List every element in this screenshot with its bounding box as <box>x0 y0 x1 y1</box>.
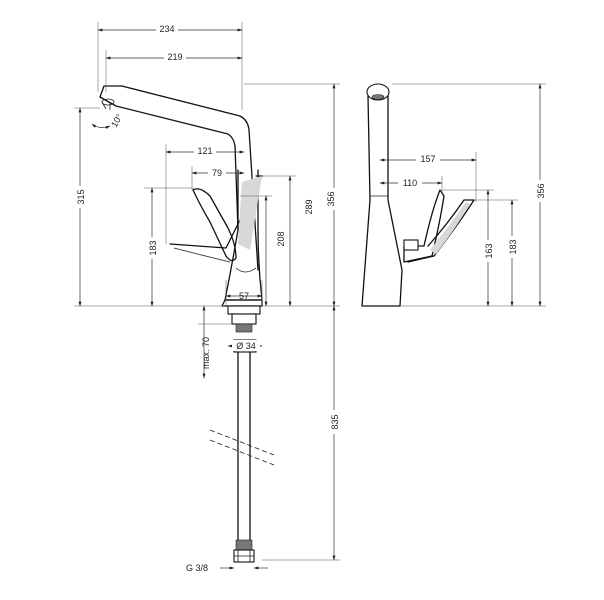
dim-lever-height-183: 183 <box>144 187 194 307</box>
label-163: 163 <box>484 243 494 258</box>
dim-height-289: 289 <box>262 175 316 307</box>
dim-height-outlet: 315 <box>72 107 224 307</box>
supply-hose <box>209 351 275 563</box>
dim-side-total-356: 356 <box>392 83 552 307</box>
dim-side-163: 163 <box>400 189 520 307</box>
dim-swivel-angle: 10° <box>91 112 125 130</box>
label-835: 835 <box>330 414 340 429</box>
label-208: 208 <box>276 231 286 246</box>
side-view: 157 110 163 183 <box>361 83 552 307</box>
label-234: 234 <box>159 24 174 34</box>
label-diameter: Ø 34 <box>236 341 256 351</box>
dim-lever-121: 121 <box>165 144 245 244</box>
dim-side-183: 183 <box>474 199 520 307</box>
side-lever <box>403 189 475 263</box>
label-183-front: 183 <box>148 240 158 255</box>
dim-spout-reach-outer: 234 <box>97 22 243 110</box>
dim-height-208: 208 <box>240 195 288 307</box>
dim-connection-thread: G 3/8 <box>186 563 268 573</box>
faucet-lever <box>169 175 263 263</box>
label-289: 289 <box>304 199 314 214</box>
dim-max-counter: max. 70 <box>198 305 232 379</box>
dim-base-width: 57 <box>225 280 263 306</box>
dim-side-157: 157 <box>379 152 477 202</box>
dim-hose-length: 835 <box>262 305 342 561</box>
label-angle: 10° <box>109 112 125 129</box>
label-157: 157 <box>420 154 435 164</box>
front-view: 234 219 10° 315 121 <box>72 22 346 573</box>
label-183-side: 183 <box>508 239 518 254</box>
dim-hole-diameter: Ø 34 <box>227 340 263 351</box>
label-79: 79 <box>212 168 222 178</box>
label-57: 57 <box>239 291 249 301</box>
side-spout-body <box>361 83 403 307</box>
dim-lever-79: 79 <box>191 166 245 190</box>
label-121: 121 <box>197 146 212 156</box>
dim-total-height-front: 356 <box>244 83 346 307</box>
label-219: 219 <box>167 52 182 62</box>
dim-spout-reach-inner: 219 <box>105 50 243 92</box>
faucet-spout <box>99 85 259 271</box>
dim-side-110: 110 <box>379 176 443 192</box>
label-356-front: 356 <box>326 191 336 206</box>
label-356-side: 356 <box>536 183 546 198</box>
label-315: 315 <box>76 189 86 204</box>
label-g38: G 3/8 <box>186 563 208 573</box>
label-110: 110 <box>403 178 417 188</box>
label-max70: max. 70 <box>201 337 211 369</box>
